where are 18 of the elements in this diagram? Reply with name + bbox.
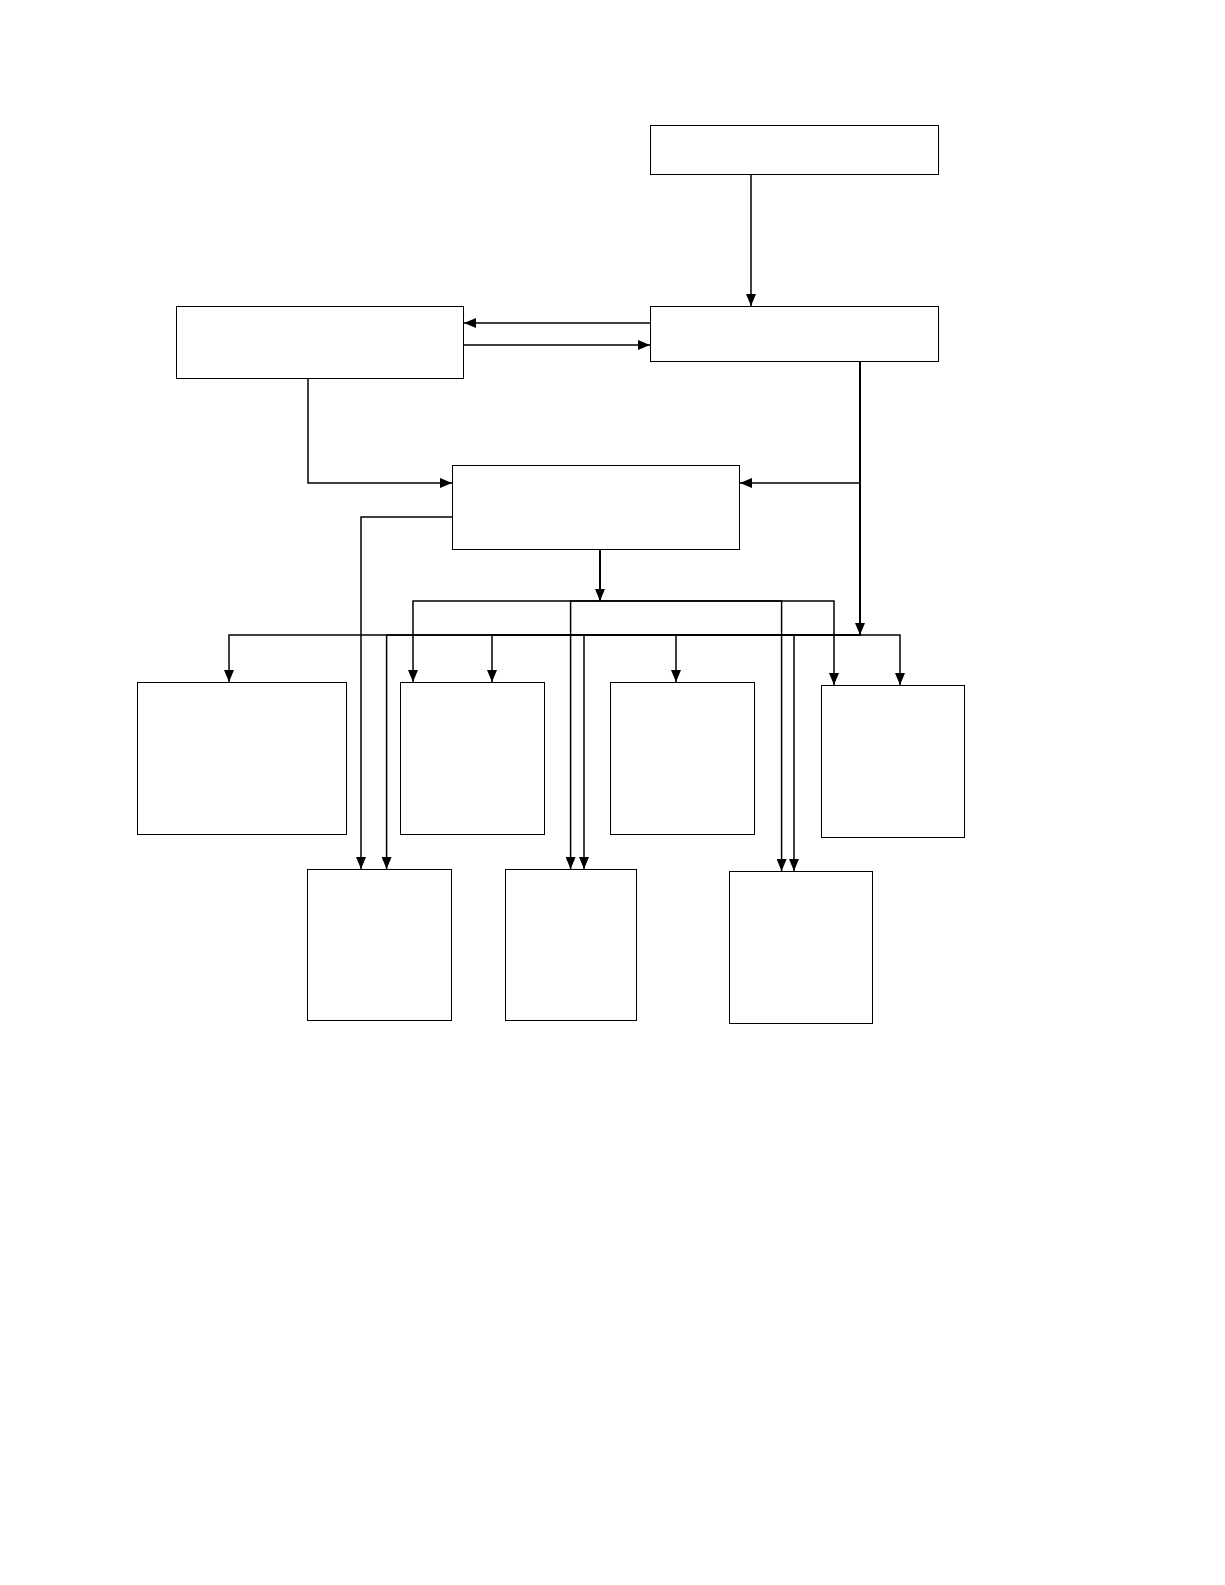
blank-box <box>650 306 939 362</box>
blank-box <box>176 306 464 379</box>
arrow <box>307 378 453 488</box>
blank-box <box>307 869 452 1021</box>
arrow <box>463 318 651 328</box>
blank-box <box>610 682 755 835</box>
blank-box <box>452 465 740 550</box>
blank-box <box>505 869 637 1021</box>
arrow <box>855 361 865 636</box>
blank-box <box>650 125 939 175</box>
blank-box <box>400 682 545 835</box>
arrow <box>356 516 453 870</box>
arrow <box>746 174 756 307</box>
blank-box <box>729 871 873 1024</box>
blank-box <box>137 682 347 835</box>
arrow <box>463 340 651 350</box>
blank-box <box>821 685 965 838</box>
arrow <box>595 549 605 602</box>
